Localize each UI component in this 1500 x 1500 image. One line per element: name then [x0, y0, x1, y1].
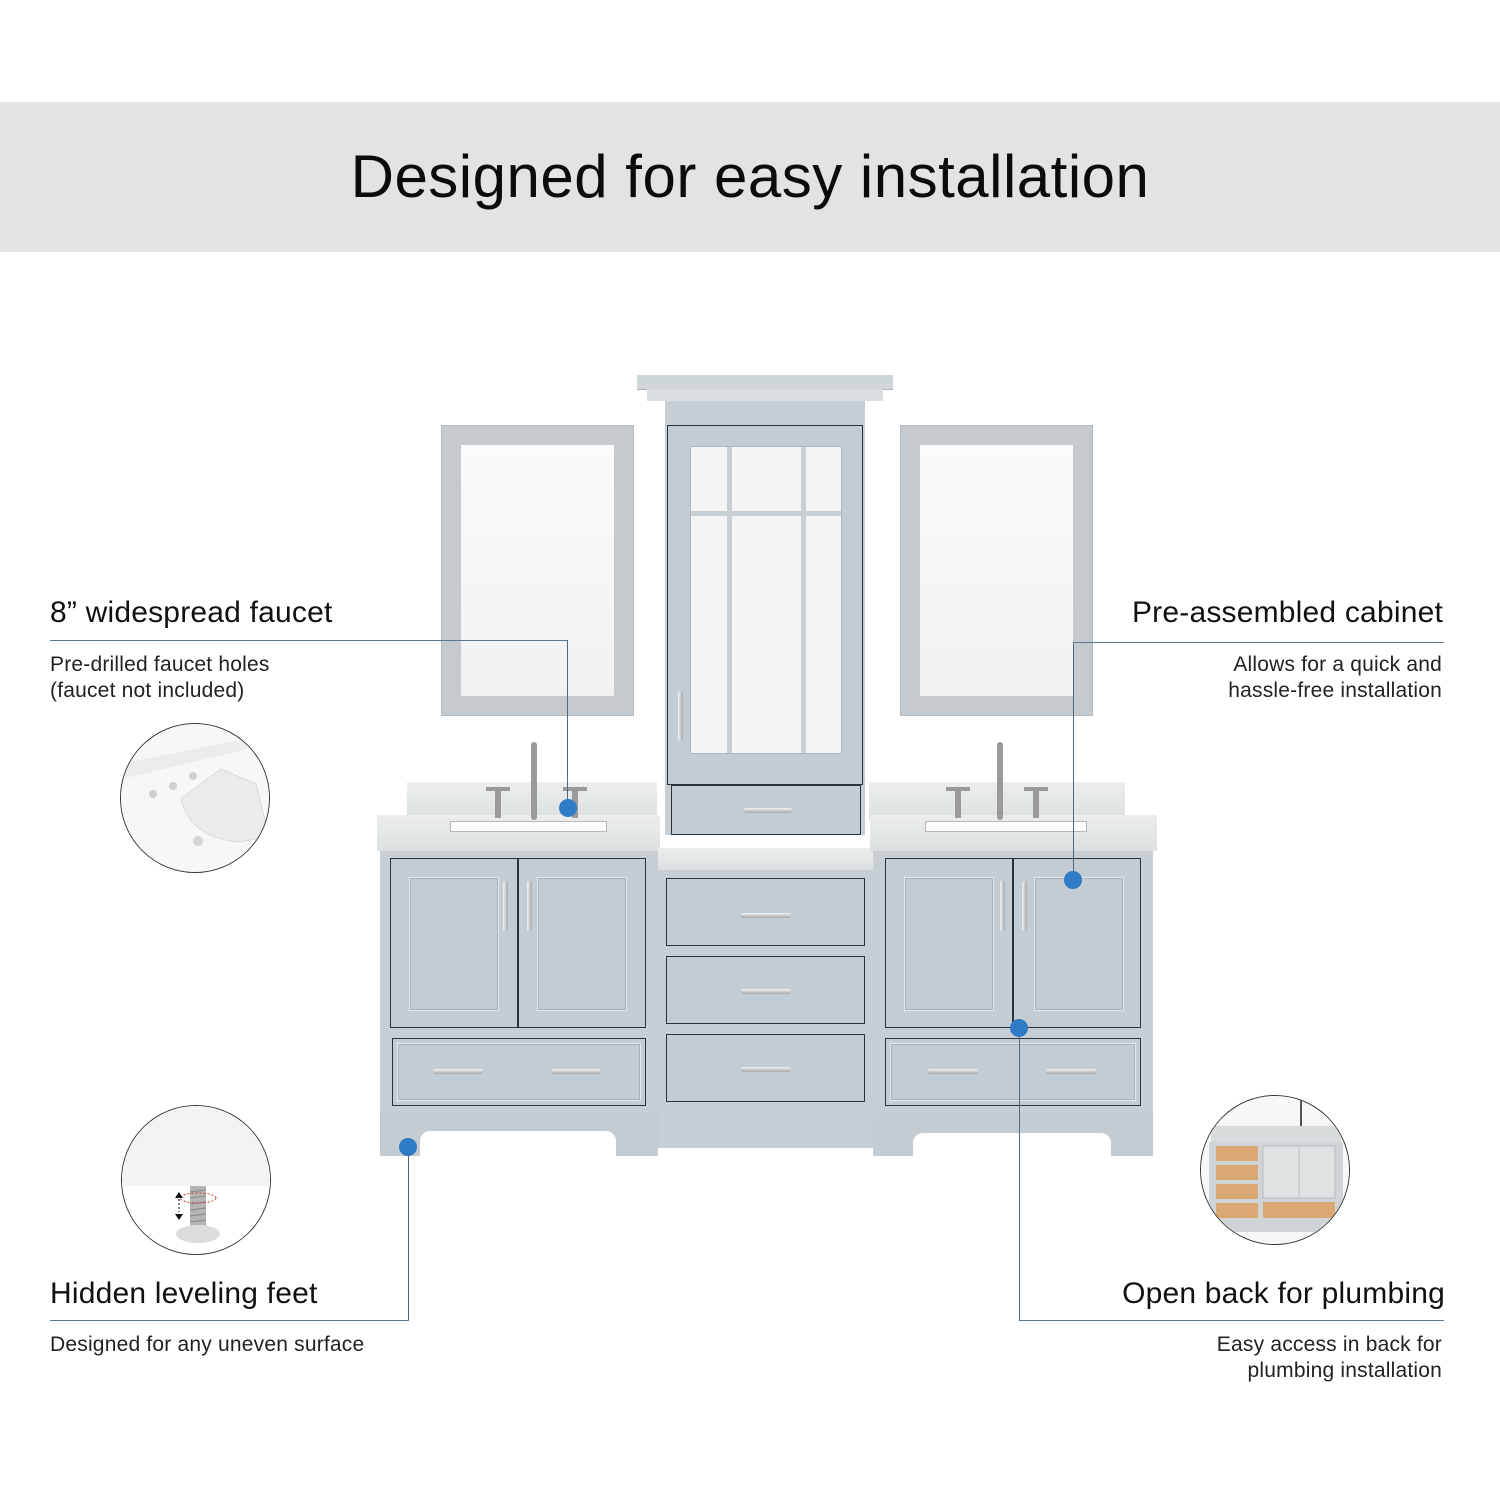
tower-cabinet	[637, 375, 893, 835]
sink-closeup-icon	[120, 723, 270, 873]
center-countertop	[658, 848, 873, 870]
feature-desc-feet: Designed for any uneven surface	[50, 1333, 365, 1356]
callout-line-faucet-vertical	[567, 640, 568, 806]
right-faucet	[997, 742, 1003, 820]
feature-title-plumbing: Open back for plumbing	[1122, 1277, 1445, 1310]
feature-desc-cabinet: Allows for a quick and hassle-free insta…	[1228, 653, 1442, 702]
callout-line-feet	[50, 1320, 409, 1321]
page-title: Designed for easy installation	[350, 143, 1150, 210]
left-faucet	[531, 742, 537, 820]
leveling-foot-closeup-icon	[121, 1105, 271, 1255]
callout-line-feet-vertical	[408, 1147, 409, 1321]
open-back-closeup-icon	[1200, 1095, 1350, 1245]
callout-line-plumbing-vertical	[1019, 1028, 1020, 1320]
callout-line-cabinet	[1073, 642, 1444, 643]
feature-title-cabinet: Pre-assembled cabinet	[1131, 596, 1443, 629]
callout-dot-cabinet	[1064, 871, 1082, 889]
right-vanity-cabinet	[873, 851, 1153, 1156]
right-mirror	[900, 425, 1093, 716]
callout-dot-plumbing	[1010, 1019, 1028, 1037]
callout-line-cabinet-vertical	[1073, 642, 1074, 878]
center-drawer-cabinet	[658, 870, 873, 1148]
left-mirror	[441, 425, 634, 716]
callout-dot-feet	[399, 1138, 417, 1156]
callout-line-faucet	[50, 640, 568, 641]
left-vanity-cabinet	[380, 851, 658, 1156]
feature-title-feet: Hidden leveling feet	[50, 1277, 318, 1310]
callout-line-plumbing	[1019, 1320, 1444, 1321]
feature-title-faucet: 8” widespread faucet	[50, 596, 333, 629]
header-banner: Designed for easy installation	[0, 102, 1500, 252]
callout-dot-faucet	[559, 799, 577, 817]
feature-desc-faucet: Pre-drilled faucet holes (faucet not inc…	[50, 653, 270, 702]
feature-desc-plumbing: Easy access in back for plumbing install…	[1216, 1333, 1442, 1382]
